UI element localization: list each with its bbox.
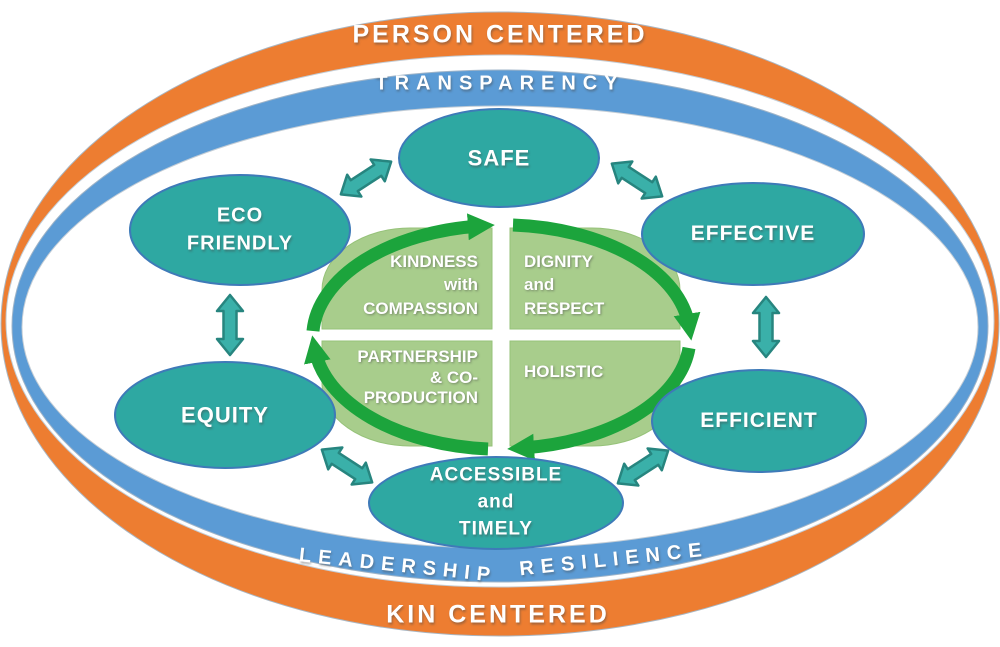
cycle-arrow-bottom-left (304, 335, 489, 456)
domain-label-safe: SAFE (467, 145, 531, 171)
core-label-kindness-with-compassion: KINDNESS with COMPASSION (363, 252, 478, 318)
domain-label-efficient: EFFICIENT (700, 409, 818, 433)
outer-ring-bottom-label: KIN CENTERED (386, 600, 610, 629)
domain-ellipse-efficient (651, 369, 867, 473)
domain-label-accessible-timely: ACCESSIBLE and TIMELY (429, 464, 563, 540)
cycle-arrow-top-right (512, 218, 701, 341)
core-label-partnership-coproduction: PARTNERSHIP & CO- PRODUCTION (357, 347, 478, 408)
cycle-arrow-bottom-right (507, 346, 696, 461)
outer-ring-top-label: PERSON CENTERED (352, 20, 648, 49)
domain-label-equity: EQUITY (181, 402, 269, 428)
domain-ellipse-equity (114, 361, 336, 469)
domain-label-eco-friendly: ECO FRIENDLY (186, 204, 294, 255)
core-label-holistic: HOLISTIC (524, 362, 604, 381)
domain-ellipse-accessible-timely (368, 456, 624, 550)
domain-label-effective: EFFECTIVE (690, 222, 816, 246)
domain-ellipses (114, 108, 867, 550)
core-label-dignity-and-respect: DIGNITY and RESPECT (524, 252, 605, 318)
cycle-arrow-top-left (306, 213, 495, 332)
domain-ellipse-effective (641, 182, 865, 286)
domain-ellipse-eco-friendly (129, 174, 351, 286)
inner-ring-top-label: TRANSPARENCY (375, 72, 625, 95)
domain-ellipse-safe (398, 108, 600, 208)
cycle-arrows (304, 213, 701, 461)
